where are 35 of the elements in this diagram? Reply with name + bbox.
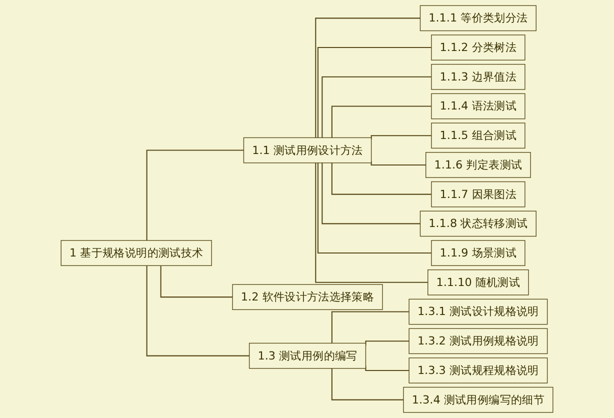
node-box: 1.1.9 场景测试 [431,240,526,266]
node-box: 1.1.10 随机测试 [428,269,529,296]
connector [331,106,432,138]
connector [331,368,404,400]
node-box: 1.3 测试用例的编写 [248,342,366,369]
node-box: 1.1.3 边界值法 [431,64,526,90]
connector [160,266,233,298]
connector [315,162,428,283]
connector [317,47,432,138]
node-box: 1 基于规格说明的测试技术 [60,240,212,266]
connector [370,135,432,140]
connector [331,311,410,344]
connector [365,366,410,371]
connector [146,150,244,240]
node-box: 1.1.2 分类树法 [431,34,526,60]
node-box: 1.3.3 测试规程规格说明 [408,358,548,384]
node-box: 1.1.1 等价类划分法 [420,5,536,32]
node-box: 1.1.5 组合测试 [431,122,526,149]
connector [146,266,250,356]
node-box: 1.3.4 测试用例编写的细节 [403,386,554,413]
connector [365,340,410,346]
connector [322,162,420,224]
node-box: 1.1.4 语法测试 [431,93,526,120]
connector [322,76,432,138]
node-box: 1.2 软件设计方法选择策略 [232,284,383,310]
node-box: 1.1.7 因果图法 [431,181,526,208]
connector [317,162,432,254]
node-box: 1.1.8 状态转移测试 [420,210,536,237]
node-box: 1.3.1 测试设计规格说明 [408,298,548,325]
node-box: 1.3.2 测试用例规格说明 [408,328,548,354]
node-box: 1.1 测试用例设计方法 [243,137,372,164]
node-box: 1.1.6 判定表测试 [425,152,531,178]
connector [370,161,426,166]
connector [331,162,432,195]
connector [315,18,420,138]
